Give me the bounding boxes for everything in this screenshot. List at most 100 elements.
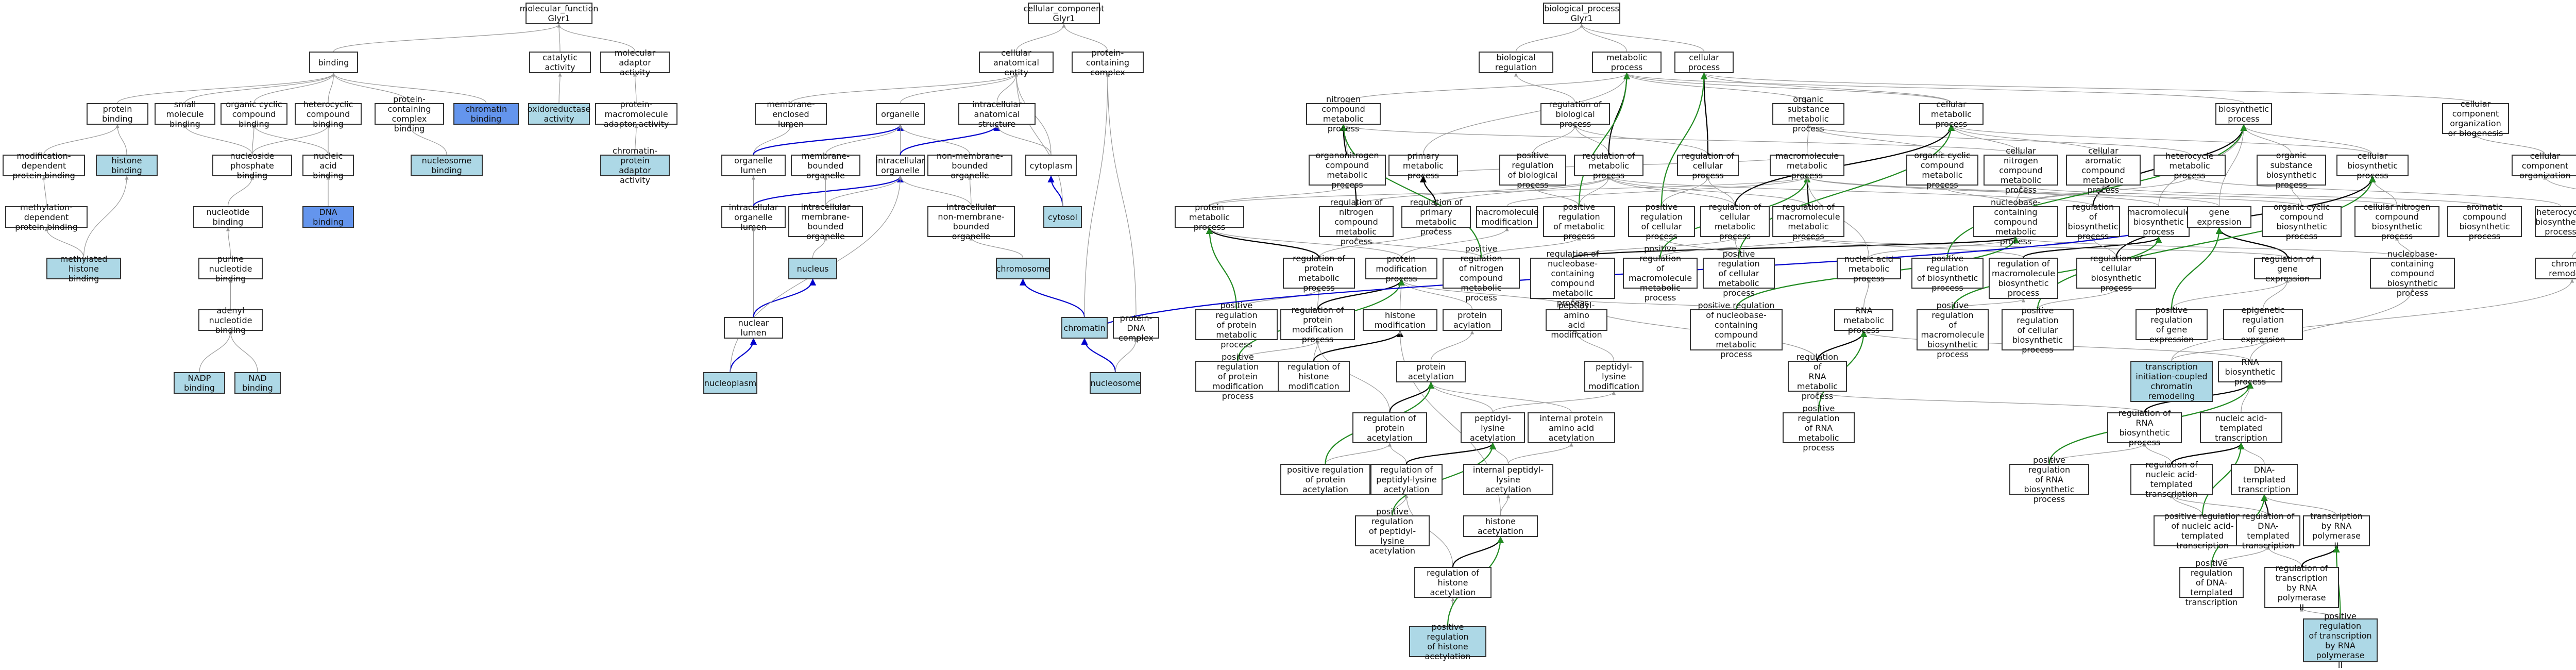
go-term-node-intracell-struct[interactable]: intracellular anatomical structure [958,103,1036,125]
go-term-node-hetero-bio[interactable]: heterocycle biosynthetic process [2535,206,2576,237]
go-term-node-nucleus[interactable]: nucleus [788,258,837,279]
go-term-node-reg-na-templ[interactable]: regulation of nucleic acid-templated tra… [2130,464,2213,495]
go-term-node-nbc-met[interactable]: nucleobase-containing compound metabolic… [1973,206,2058,237]
go-term-node-cell-met[interactable]: cellular metabolic process [1919,103,1984,125]
go-term-node-pos-reg-biosyn[interactable]: positive regulation of biosynthetic proc… [1911,258,1984,289]
go-term-node-prim-met[interactable]: primary metabolic process [1388,155,1458,176]
go-term-node-na-templ-trans[interactable]: nucleic acid-templated transcription [2200,412,2282,443]
go-term-node-bio-reg[interactable]: biological regulation [1479,52,1553,73]
go-term-node-biosyn[interactable]: biosynthetic process [2215,103,2272,125]
go-term-node-nucleoplasm[interactable]: nucleoplasm [703,372,757,394]
go-term-node-reg-biosyn[interactable]: regulation of biosynthetic process [2066,206,2120,237]
go-term-node-pcc[interactable]: protein-containing complex [1072,52,1144,73]
go-term-node-prot-dna-complex[interactable]: protein-DNA complex [1113,317,1159,339]
go-term-node-pos-reg-dna-templ[interactable]: positive regulation of DNA-templated tra… [2179,567,2244,598]
go-term-node-cytosol[interactable]: cytosol [1043,206,1082,228]
go-term-node-small-mol[interactable]: small molecule binding [155,103,215,125]
go-term-node-intra-org-lumen[interactable]: intracellular organelle lumen [721,206,786,228]
go-term-node-pos-reg-pep-lys[interactable]: positive regulation of peptidyl-lysine a… [1355,515,1430,546]
go-term-node-org-sub-bio[interactable]: organic substance biosynthetic process [2257,155,2326,186]
go-term-node-reg-cell-bio[interactable]: regulation of cellular biosynthetic proc… [2076,258,2156,289]
go-term-node-pep-lys-acet[interactable]: peptidyl-lysine acetylation [1461,412,1525,443]
go-term-node-nadp[interactable]: NADP binding [174,372,225,394]
go-term-node-meth-dep[interactable]: methylation-dependent protein binding [5,206,88,228]
go-term-node-reg-trans-rnap2[interactable]: regulation of transcription by RNA polym… [2264,567,2339,608]
go-term-node-chromatin[interactable]: chromatin [1061,317,1108,339]
go-term-node-nuc-lumen[interactable]: nuclear lumen [724,317,783,339]
go-term-node-reg-rna-bio[interactable]: regulation of RNA biosynthetic process [2107,412,2182,443]
go-term-node-gene-expr[interactable]: gene expression [2187,206,2251,228]
go-term-node-pos-reg-prot-met[interactable]: positive regulation of protein metabolic… [1195,309,1278,340]
go-term-node-cytoplasm[interactable]: cytoplasm [1025,155,1077,176]
go-term-node-reg-prim-met[interactable]: regulation of primary metabolic process [1401,206,1471,228]
go-term-node-pos-reg-n-met[interactable]: positive regulation of nitrogen compound… [1443,258,1520,289]
go-term-node-reg-met[interactable]: regulation of metabolic process [1574,155,1643,176]
go-term-node-reg-prot-acet[interactable]: regulation of protein acetylation [1352,412,1427,443]
go-term-node-pos-reg-cell-bio[interactable]: positive regulation of cellular biosynth… [2002,309,2074,350]
go-term-node-pos-reg-met[interactable]: positive regulation of metabolic process [1543,206,1615,237]
go-term-node-chrom-prot-adapt[interactable]: chromatin-protein adaptor activity [600,155,670,176]
go-term-node-int-pep-lys-acet[interactable]: internal peptidyl-lysine acetylation [1463,464,1553,495]
go-term-node-pos-reg-prot-acet[interactable]: positive regulation of protein acetylati… [1280,464,1370,495]
go-term-node-pos-reg-cell-met[interactable]: positive regulation of cellular metaboli… [1703,258,1775,289]
go-term-node-reg-nbc-met[interactable]: regulation of nucleobase-containing comp… [1530,258,1615,299]
go-term-node-cell-arom-met[interactable]: cellular aromatic compound metabolic pro… [2066,155,2141,186]
go-term-node-prot-bind[interactable]: protein binding [87,103,148,125]
go-term-node-hist-acet[interactable]: histone acetylation [1463,515,1538,537]
go-term-node-prot-mod[interactable]: protein modification process [1365,258,1437,279]
go-term-node-org-cyc[interactable]: organic cyclic compound binding [221,103,287,125]
go-term-node-cell-n-bio[interactable]: cellular nitrogen compound biosynthetic … [2354,206,2439,237]
go-term-node-reg-n-met[interactable]: regulation of nitrogen compound metaboli… [1319,206,1394,237]
go-term-node-cell-proc[interactable]: cellular process [1674,52,1734,73]
go-term-node-binding[interactable]: binding [309,52,358,73]
go-term-node-pos-reg-nbc-met[interactable]: positive regulation of nucleobase-contai… [1690,309,1783,350]
go-term-node-cc[interactable]: cellular_component Glyr1 [1028,3,1100,24]
go-term-node-pos-reg-gene-expr[interactable]: positive regulation of gene expression [2136,309,2208,340]
go-term-node-org-sub-met[interactable]: organic substance metabolic process [1772,103,1844,125]
go-term-node-hist-mod[interactable]: histone modification [1363,309,1437,331]
go-term-node-cat-act[interactable]: catalytic activity [529,52,591,73]
go-term-node-prot-acet[interactable]: protein acetylation [1396,361,1466,382]
go-term-node-reg-cell-proc[interactable]: regulation of cellular process [1677,155,1739,176]
go-term-node-meth-hist[interactable]: methylated histone binding [46,258,121,279]
go-term-node-pos-reg-rna-met[interactable]: positive regulation of RNA metabolic pro… [1783,412,1855,443]
go-term-node-trans-init[interactable]: transcription initiation-coupled chromat… [2130,361,2213,402]
go-term-node-pos-reg-rna-bio[interactable]: positive regulation of RNA biosynthetic … [2009,464,2089,495]
go-term-node-reg-dna-templ[interactable]: regulation of DNA-templated transcriptio… [2236,515,2300,546]
go-term-node-peptidyl-aa[interactable]: peptidyl-amino acid modification [1546,309,1607,331]
go-term-node-cc-org[interactable]: cellular component organization [2512,155,2576,176]
go-term-node-intra-non-memb[interactable]: intracellular non-membrane-bounded organ… [927,206,1015,237]
go-term-node-prot-complex-bind[interactable]: protein-containing complex binding [375,103,444,125]
go-term-node-org-lumen[interactable]: organelle lumen [721,155,786,176]
go-term-node-reg-hist-mod[interactable]: regulation of histone modification [1278,361,1350,392]
go-term-node-reg-bio[interactable]: regulation of biological process [1540,103,1610,125]
go-term-node-organelle[interactable]: organelle [876,103,925,125]
go-term-node-adenyl[interactable]: adenyl nucleotide binding [198,309,263,331]
go-term-node-nuc-acid-bind[interactable]: nucleic acid binding [302,155,354,176]
go-term-node-reg-macro-met[interactable]: regulation of macromolecule metabolic pr… [1772,206,1844,237]
go-term-node-hetero-met[interactable]: heterocycle metabolic process [2154,155,2226,176]
go-term-node-purine[interactable]: purine nucleotide binding [198,258,263,279]
go-term-node-macro-met[interactable]: macromolecule metabolic process [1770,155,1844,176]
go-term-node-met-proc[interactable]: metabolic process [1592,52,1662,73]
go-term-node-memb-lumen[interactable]: membrane-enclosed lumen [755,103,827,125]
go-term-node-chrom-remod[interactable]: chromatin remodeling [2535,258,2576,279]
go-term-node-prot-macro-adapt[interactable]: protein-macromolecule adaptor activity [595,103,677,125]
go-term-node-orgn-met[interactable]: organonitrogen compound metabolic proces… [1309,155,1386,186]
go-term-node-nucleosome-bind[interactable]: nucleosome binding [411,155,483,176]
go-term-node-rna-met[interactable]: RNA metabolic process [1834,309,1893,331]
go-term-node-org-cyc-met[interactable]: organic cyclic compound metabolic proces… [1906,155,1978,186]
go-term-node-intra-org[interactable]: intracellular organelle [876,155,925,176]
go-term-node-nucleosome[interactable]: nucleosome [1090,372,1141,394]
go-term-node-rna-bio[interactable]: RNA biosynthetic process [2218,361,2282,382]
go-term-node-chromosome[interactable]: chromosome [996,258,1050,279]
go-term-node-hetero-bind[interactable]: heterocyclic compound binding [295,103,362,125]
go-term-node-nbc-bio[interactable]: nucleobase-containing compound biosynthe… [2370,258,2455,289]
go-term-node-org-cyc-bio[interactable]: organic cyclic compound biosynthetic pro… [2262,206,2342,237]
go-term-node-pos-reg-prot-mod[interactable]: positive regulation of protein modificat… [1195,361,1280,392]
go-term-node-macro-biosyn[interactable]: macromolecule biosynthetic process [2128,206,2190,237]
go-term-node-pos-reg-cell[interactable]: positive regulation of cellular process [1628,206,1695,237]
go-term-node-pos-reg-hist-acet[interactable]: positive regulation of histone acetylati… [1409,626,1486,657]
go-term-node-mod-dep[interactable]: modification-dependent protein binding [3,155,85,176]
go-term-node-bp[interactable]: biological_process Glyr1 [1543,3,1620,24]
